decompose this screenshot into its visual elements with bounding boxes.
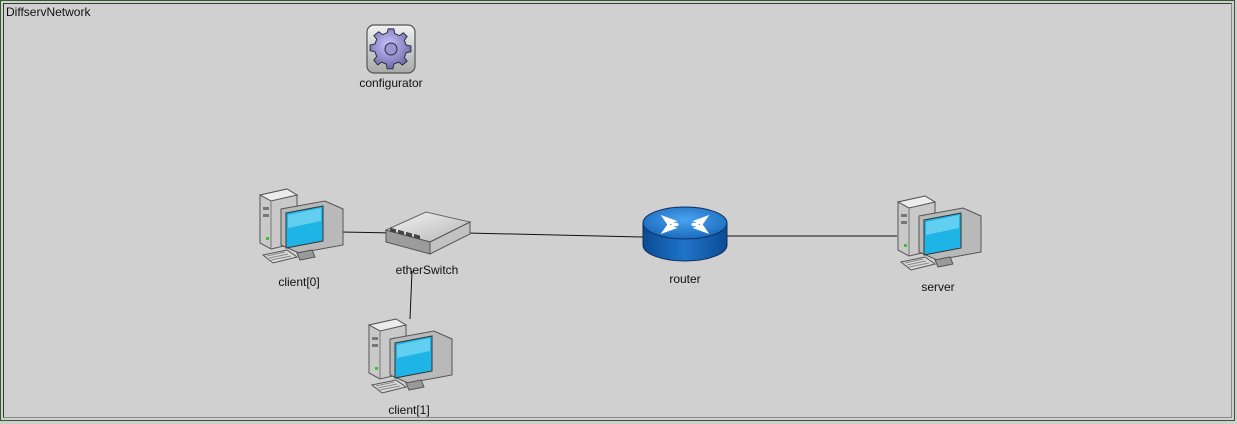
network-title: DiffservNetwork (6, 5, 91, 19)
server-label: server (921, 280, 955, 294)
server-node[interactable] (895, 194, 982, 280)
link-switch-client1[interactable] (409, 270, 413, 320)
router-label: router (669, 272, 701, 286)
configurator-node[interactable] (366, 24, 416, 74)
computer-icon (258, 188, 344, 264)
etherswitch-label: etherSwitch (395, 263, 459, 277)
router-node[interactable] (642, 204, 728, 266)
network-frame (3, 3, 1232, 418)
computer-icon (896, 195, 982, 271)
link-switch-router[interactable] (466, 232, 644, 238)
gear-icon (366, 24, 416, 74)
router-icon (642, 206, 728, 262)
client0-node[interactable] (257, 187, 344, 273)
etherswitch-node[interactable] (384, 204, 472, 256)
computer-graphic (258, 188, 344, 264)
configurator-label: configurator (359, 76, 423, 90)
client0-label: client[0] (278, 275, 320, 289)
computer-graphic (367, 318, 453, 394)
switch-icon (384, 211, 472, 255)
link-client0-switch[interactable] (340, 231, 394, 234)
client1-node[interactable] (366, 317, 453, 403)
computer-graphic (896, 195, 982, 271)
client1-label: client[1] (388, 403, 430, 417)
computer-icon (367, 318, 453, 394)
